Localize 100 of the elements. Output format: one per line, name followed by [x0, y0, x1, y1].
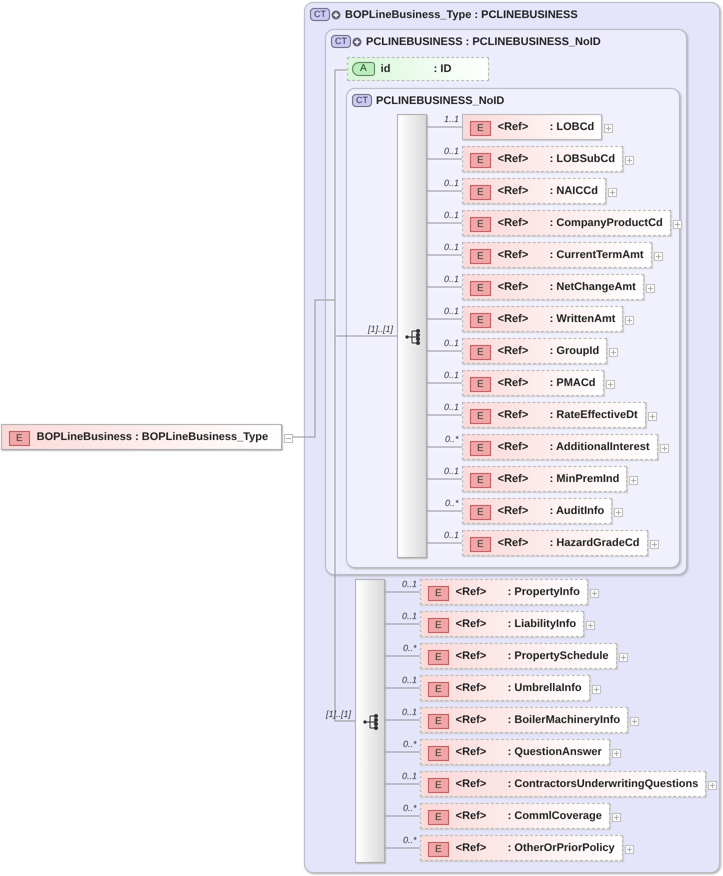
element-type: : RateEffectiveDt [550, 409, 638, 421]
element-box [462, 338, 608, 364]
element-box [420, 579, 588, 605]
element-type: : LOBCd [550, 121, 594, 133]
multiplicity-label: 0..1 [444, 306, 460, 316]
element-type: : BoilerMachineryInfo [508, 714, 620, 726]
element-type: : AdditionalInterest [550, 441, 650, 453]
element-ref: <Ref> [456, 842, 488, 854]
element-box [1, 424, 282, 450]
connector-line [426, 446, 462, 448]
element-ref: <Ref> [498, 377, 530, 389]
element-type: : PropertySchedule [508, 650, 609, 662]
element-ref: <Ref> [498, 409, 530, 421]
multiplicity-label: 0..1 [444, 402, 460, 412]
element-box [462, 210, 671, 236]
element-badge: E [470, 216, 491, 232]
element-badge: E [428, 778, 449, 792]
multiplicity-label: 0..1 [402, 675, 418, 685]
element-ref: <Ref> [498, 153, 530, 165]
complex-type-panel [325, 29, 687, 575]
element-type: : NAICCd [550, 185, 598, 197]
element-box [420, 611, 584, 637]
element-ref: <Ref> [498, 313, 530, 325]
element-type: : GroupId [550, 345, 600, 357]
multiplicity-label: [1]..[1] [326, 709, 352, 719]
element-type: : AuditInfo [550, 505, 604, 517]
element-type: : NetChangeAmt [550, 281, 636, 293]
element-ref: <Ref> [456, 650, 488, 662]
multiplicity-label: 0..* [445, 498, 459, 508]
element-ref: <Ref> [498, 281, 530, 293]
element-ref: <Ref> [456, 810, 488, 822]
multiplicity-label: 0..1 [444, 530, 460, 540]
connector-line [426, 414, 462, 416]
multiplicity-label: 0..1 [402, 707, 418, 717]
element-type: : MinPremInd [550, 473, 620, 485]
element-type: : PropertyInfo [508, 586, 580, 598]
element-box [462, 466, 628, 492]
element-box [462, 242, 652, 268]
element-box [420, 675, 590, 701]
connector-line [426, 318, 462, 320]
element-ref: <Ref> [456, 586, 488, 598]
element-ref: <Ref> [498, 505, 530, 517]
multiplicity-label: 0..* [403, 739, 417, 749]
element-ref: <Ref> [498, 249, 530, 261]
element-type: : CommlCoverage [508, 810, 602, 822]
connector-line [426, 478, 462, 480]
element-type: : PMACd [550, 377, 596, 389]
element-badge: E [470, 344, 491, 360]
element-badge: E [428, 842, 449, 856]
connector-line [426, 254, 462, 256]
element-badge: E [470, 248, 491, 264]
element-box [462, 530, 648, 556]
element-type: : UmbrellaInfo [508, 682, 582, 694]
multiplicity-label: 0..1 [444, 370, 460, 380]
element-badge: E [9, 430, 30, 446]
element-badge: E [428, 714, 449, 728]
attribute-badge: A [352, 62, 375, 76]
multiplicity-label: 0..* [403, 643, 417, 653]
element-box [462, 274, 644, 300]
element-type: : LOBSubCd [550, 153, 616, 165]
element-ref: <Ref> [498, 537, 530, 549]
element-ref: <Ref> [498, 441, 530, 453]
element-box [420, 803, 610, 829]
element-box [420, 643, 617, 669]
element-ref: <Ref> [456, 714, 488, 726]
element-box [462, 114, 602, 140]
connector-line [426, 382, 462, 384]
multiplicity-label: 0..1 [444, 338, 460, 348]
element-ref: <Ref> [456, 778, 488, 790]
connector-line [426, 286, 462, 288]
element-badge: E [470, 280, 491, 296]
element-badge: E [470, 504, 491, 520]
element-type: : CompanyProductCd [550, 217, 663, 229]
type-badge: CT [352, 94, 372, 107]
element-badge: E [470, 536, 491, 552]
element-badge: E [428, 618, 449, 632]
multiplicity-label: 0..1 [402, 611, 418, 621]
complex-type-panel [304, 2, 720, 873]
element-badge: E [428, 810, 449, 824]
element-box [462, 178, 606, 204]
element-box [462, 370, 604, 396]
element-badge: E [428, 746, 449, 760]
element-badge: E [470, 312, 491, 328]
element-box [462, 146, 624, 172]
element-badge: E [470, 408, 491, 424]
element-type: : QuestionAnswer [508, 746, 602, 758]
multiplicity-label: [1]..[1] [368, 324, 394, 334]
attribute-name: id [380, 63, 392, 75]
element-ref: <Ref> [456, 618, 488, 630]
type-badge: CT [310, 8, 330, 21]
element-badge: E [428, 586, 449, 600]
multiplicity-label: 0..1 [444, 210, 460, 220]
element-badge: E [470, 472, 491, 488]
multiplicity-label: 0..1 [444, 178, 460, 188]
element-badge: E [470, 376, 491, 392]
sequence-bar [355, 579, 385, 863]
type-badge: CT [331, 35, 351, 48]
connector-line [426, 158, 462, 160]
multiplicity-label: 0..* [403, 803, 417, 813]
element-ref: <Ref> [498, 345, 530, 357]
